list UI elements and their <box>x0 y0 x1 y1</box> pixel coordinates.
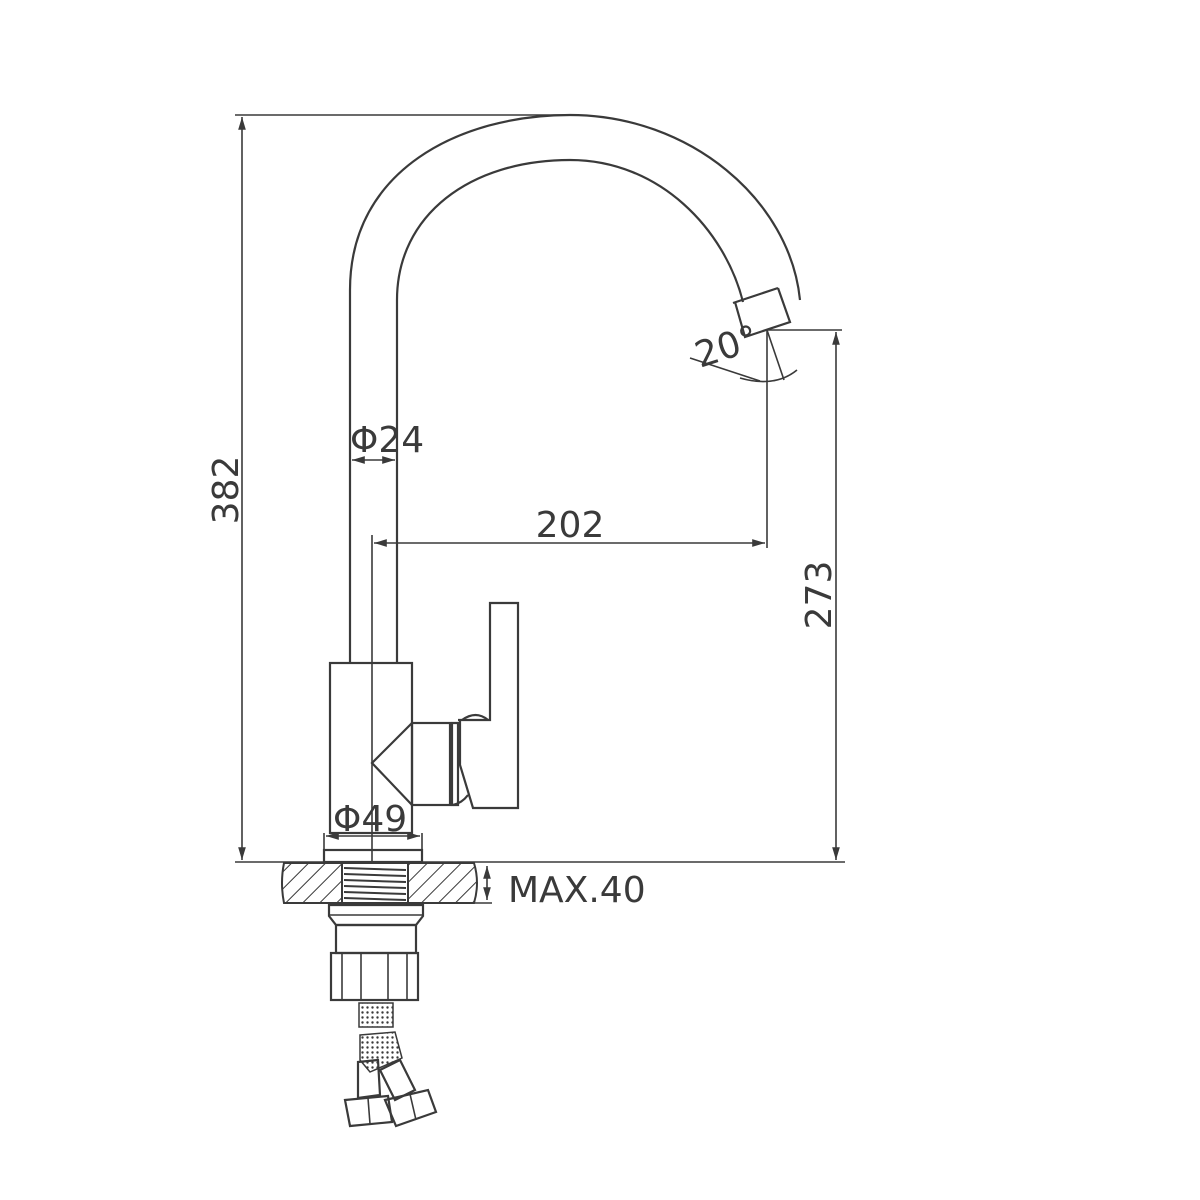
dimension-spout-reach: 202 <box>374 330 768 548</box>
spout-reach-label: 202 <box>536 505 605 546</box>
countertop-section <box>281 862 478 904</box>
spout <box>348 113 802 663</box>
mounting-nut <box>327 903 425 1002</box>
base-diameter-label: Φ49 <box>333 799 407 840</box>
spout-height-label: 273 <box>799 561 840 630</box>
aerator-nozzle <box>732 286 792 339</box>
max-thickness-label: MAX.40 <box>508 870 646 911</box>
dimension-spout-height: 273 <box>768 329 842 860</box>
dimension-base-diameter: Φ49 <box>326 799 420 840</box>
dimension-spout-diameter: Φ24 <box>350 420 424 464</box>
spout-angle-label: 20° <box>690 318 763 377</box>
dimension-overall-height: 382 <box>206 114 845 863</box>
dimension-max-thickness: MAX.40 <box>470 866 646 911</box>
height-total-label: 382 <box>206 456 247 525</box>
spout-diameter-label: Φ24 <box>350 420 424 461</box>
dimension-spout-angle: 20° <box>689 318 798 383</box>
supply-hoses <box>343 1002 438 1128</box>
